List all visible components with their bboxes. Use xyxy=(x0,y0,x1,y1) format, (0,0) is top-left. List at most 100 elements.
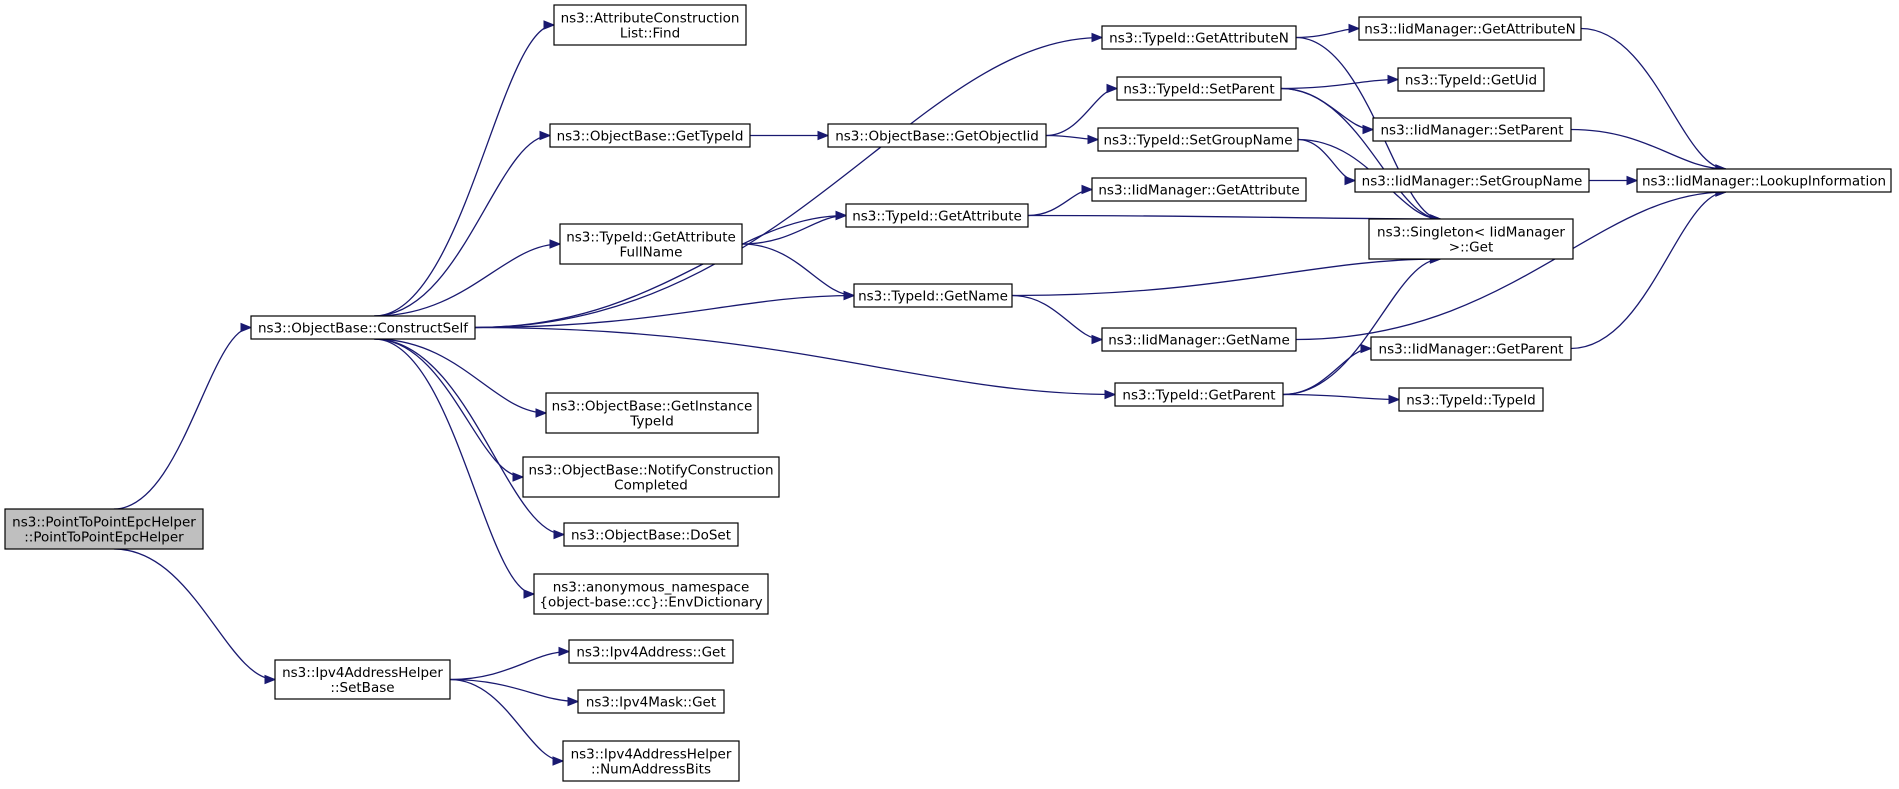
node-box xyxy=(827,123,1047,148)
node-label: ns3::IidManager::SetGroupName xyxy=(1362,174,1583,190)
arrowhead-icon xyxy=(264,674,277,685)
edge-iidmgr-setparent-to-iidmgr-lookupinformation xyxy=(1570,128,1728,174)
node-label: ns3::TypeId::SetGroupName xyxy=(1103,133,1292,149)
node-label: ns3::ObjectBase::DoSet xyxy=(571,528,731,544)
arrowhead-icon xyxy=(240,322,253,333)
node-iidmgr-setparent[interactable]: ns3::IidManager::SetParent xyxy=(1372,117,1572,142)
node-box xyxy=(4,508,204,550)
node-label: ns3::TypeId::GetAttribute xyxy=(852,209,1022,225)
node-objbase-getobjectiid[interactable]: ns3::ObjectBase::GetObjectIid xyxy=(827,123,1047,148)
node-label: ::NumAddressBits xyxy=(591,762,711,778)
node-box xyxy=(1097,127,1299,152)
node-box xyxy=(1372,117,1572,142)
node-ipv4addrhelper-setbase[interactable]: ns3::Ipv4AddressHelper::SetBase xyxy=(274,659,451,700)
node-box xyxy=(553,4,747,46)
node-iidmgr-lookupinformation[interactable]: ns3::IidManager::LookupInformation xyxy=(1636,168,1892,193)
node-typeid-getuid[interactable]: ns3::TypeId::GetUid xyxy=(1397,67,1545,92)
node-label: Completed xyxy=(614,478,688,494)
node-typeid-getparent[interactable]: ns3::TypeId::GetParent xyxy=(1114,382,1284,407)
node-label: >::Get xyxy=(1449,240,1493,256)
edge-line xyxy=(1580,27,1726,170)
node-label: ns3::ObjectBase::NotifyConstruction xyxy=(528,463,773,479)
arrowhead-icon xyxy=(535,408,548,418)
node-box xyxy=(845,203,1029,228)
node-box xyxy=(1114,382,1284,407)
node-label: ns3::AttributeConstruction xyxy=(561,11,740,27)
arrowhead-icon xyxy=(1104,389,1117,400)
arrowhead-icon xyxy=(843,290,856,301)
node-box xyxy=(1397,67,1545,92)
edge-construct-self-to-objbase-notifyconstruction xyxy=(374,338,525,482)
node-iidmgr-getname[interactable]: ns3::IidManager::GetName xyxy=(1101,327,1297,352)
node-label: ns3::ObjectBase::GetTypeId xyxy=(557,129,744,145)
edges-layer xyxy=(113,20,1728,766)
node-ipv4address-get[interactable]: ns3::Ipv4Address::Get xyxy=(568,639,734,664)
node-label: ns3::TypeId::GetAttributeN xyxy=(1109,31,1289,47)
node-objbase-gettypeid[interactable]: ns3::ObjectBase::GetTypeId xyxy=(549,123,751,148)
edge-construct-self-to-typeid-getparent xyxy=(474,326,1117,400)
edge-ipv4addrhelper-setbase-to-ipv4mask-get xyxy=(449,678,580,707)
node-iidmgr-getparent[interactable]: ns3::IidManager::GetParent xyxy=(1370,336,1572,361)
node-iidmgr-setgroupname[interactable]: ns3::IidManager::SetGroupName xyxy=(1354,168,1590,193)
node-box xyxy=(577,689,725,714)
node-singleton-get[interactable]: ns3::Singleton< IidManager >::Get xyxy=(1368,218,1574,260)
node-anon-envdictionary[interactable]: ns3::anonymous_namespace{object-base::cc… xyxy=(533,573,769,615)
edge-line xyxy=(1295,191,1726,341)
node-box xyxy=(533,573,769,615)
node-label: {object-base::cc}::EnvDictionary xyxy=(539,595,762,611)
node-typeid-setparent[interactable]: ns3::TypeId::SetParent xyxy=(1116,76,1282,101)
node-iidmgr-getattributen[interactable]: ns3::IidManager::GetAttributeN xyxy=(1358,16,1582,41)
arrowhead-icon xyxy=(1091,334,1104,345)
node-box xyxy=(1091,177,1307,202)
node-typeid-getattribute[interactable]: ns3::TypeId::GetAttribute xyxy=(845,203,1029,228)
edge-root-to-ipv4addrhelper-setbase xyxy=(113,548,277,685)
node-typeid-getattributen[interactable]: ns3::TypeId::GetAttributeN xyxy=(1101,25,1297,50)
node-objbase-notifyconstruction[interactable]: ns3::ObjectBase::NotifyConstructionCompl… xyxy=(522,456,780,498)
edge-construct-self-to-typeid-getattrfullname xyxy=(374,239,562,317)
node-ipv4mask-get[interactable]: ns3::Ipv4Mask::Get xyxy=(577,689,725,714)
node-box xyxy=(853,283,1013,308)
node-construct-self[interactable]: ns3::ObjectBase::ConstructSelf xyxy=(250,315,476,340)
node-ipv4addrhelper-numaddrbits[interactable]: ns3::Ipv4AddressHelper::NumAddressBits xyxy=(562,740,740,782)
node-label: ::SetBase xyxy=(330,680,394,696)
node-typeid-typeid[interactable]: ns3::TypeId::TypeId xyxy=(1398,387,1544,412)
edge-line xyxy=(449,678,579,703)
arrowhead-icon xyxy=(1344,175,1357,186)
node-box xyxy=(1636,168,1892,193)
node-label: ns3::anonymous_namespace xyxy=(553,580,750,596)
node-box xyxy=(563,522,739,547)
node-box xyxy=(1101,25,1297,50)
edge-line xyxy=(1011,294,1103,341)
node-typeid-setgroupname[interactable]: ns3::TypeId::SetGroupName xyxy=(1097,127,1299,152)
node-label: ns3::Singleton< IidManager xyxy=(1377,225,1565,241)
node-objbase-doset[interactable]: ns3::ObjectBase::DoSet xyxy=(563,522,739,547)
arrowhead-icon xyxy=(539,130,552,141)
edge-typeid-setgroupname-to-iidmgr-setgroupname xyxy=(1297,138,1357,186)
edge-line xyxy=(1282,347,1372,396)
node-box xyxy=(562,740,740,782)
arrowhead-icon xyxy=(558,646,571,657)
edge-typeid-getattributen-to-iidmgr-getattributen xyxy=(1295,23,1361,39)
node-box xyxy=(1116,76,1282,101)
node-typeid-getname[interactable]: ns3::TypeId::GetName xyxy=(853,283,1013,308)
node-iidmgr-getattribute[interactable]: ns3::IidManager::GetAttribute xyxy=(1091,177,1307,202)
node-label: ns3::ObjectBase::ConstructSelf xyxy=(258,321,469,337)
arrowhead-icon xyxy=(1626,175,1639,186)
node-root[interactable]: ns3::PointToPointEpcHelper::PointToPoint… xyxy=(4,508,204,550)
edge-construct-self-to-objbase-getinstancetypeid xyxy=(374,338,548,418)
node-label: ns3::Ipv4Mask::Get xyxy=(586,695,716,711)
edge-typeid-setparent-to-iidmgr-setparent xyxy=(1280,87,1375,135)
edge-line xyxy=(474,294,855,329)
edge-line xyxy=(374,338,535,595)
node-box xyxy=(1370,336,1572,361)
edge-line xyxy=(1570,191,1726,350)
arrowhead-icon xyxy=(549,239,562,249)
edge-typeid-getattribute-to-iidmgr-getattribute xyxy=(1027,184,1094,217)
edge-objbase-getobjectiid-to-typeid-setgroupname xyxy=(1045,134,1100,145)
edge-construct-self-to-anon-envdictionary xyxy=(374,338,536,599)
edge-typeid-getname-to-iidmgr-getname xyxy=(1011,294,1104,345)
nodes-layer: ns3::PointToPointEpcHelper::PointToPoint… xyxy=(4,4,1892,782)
